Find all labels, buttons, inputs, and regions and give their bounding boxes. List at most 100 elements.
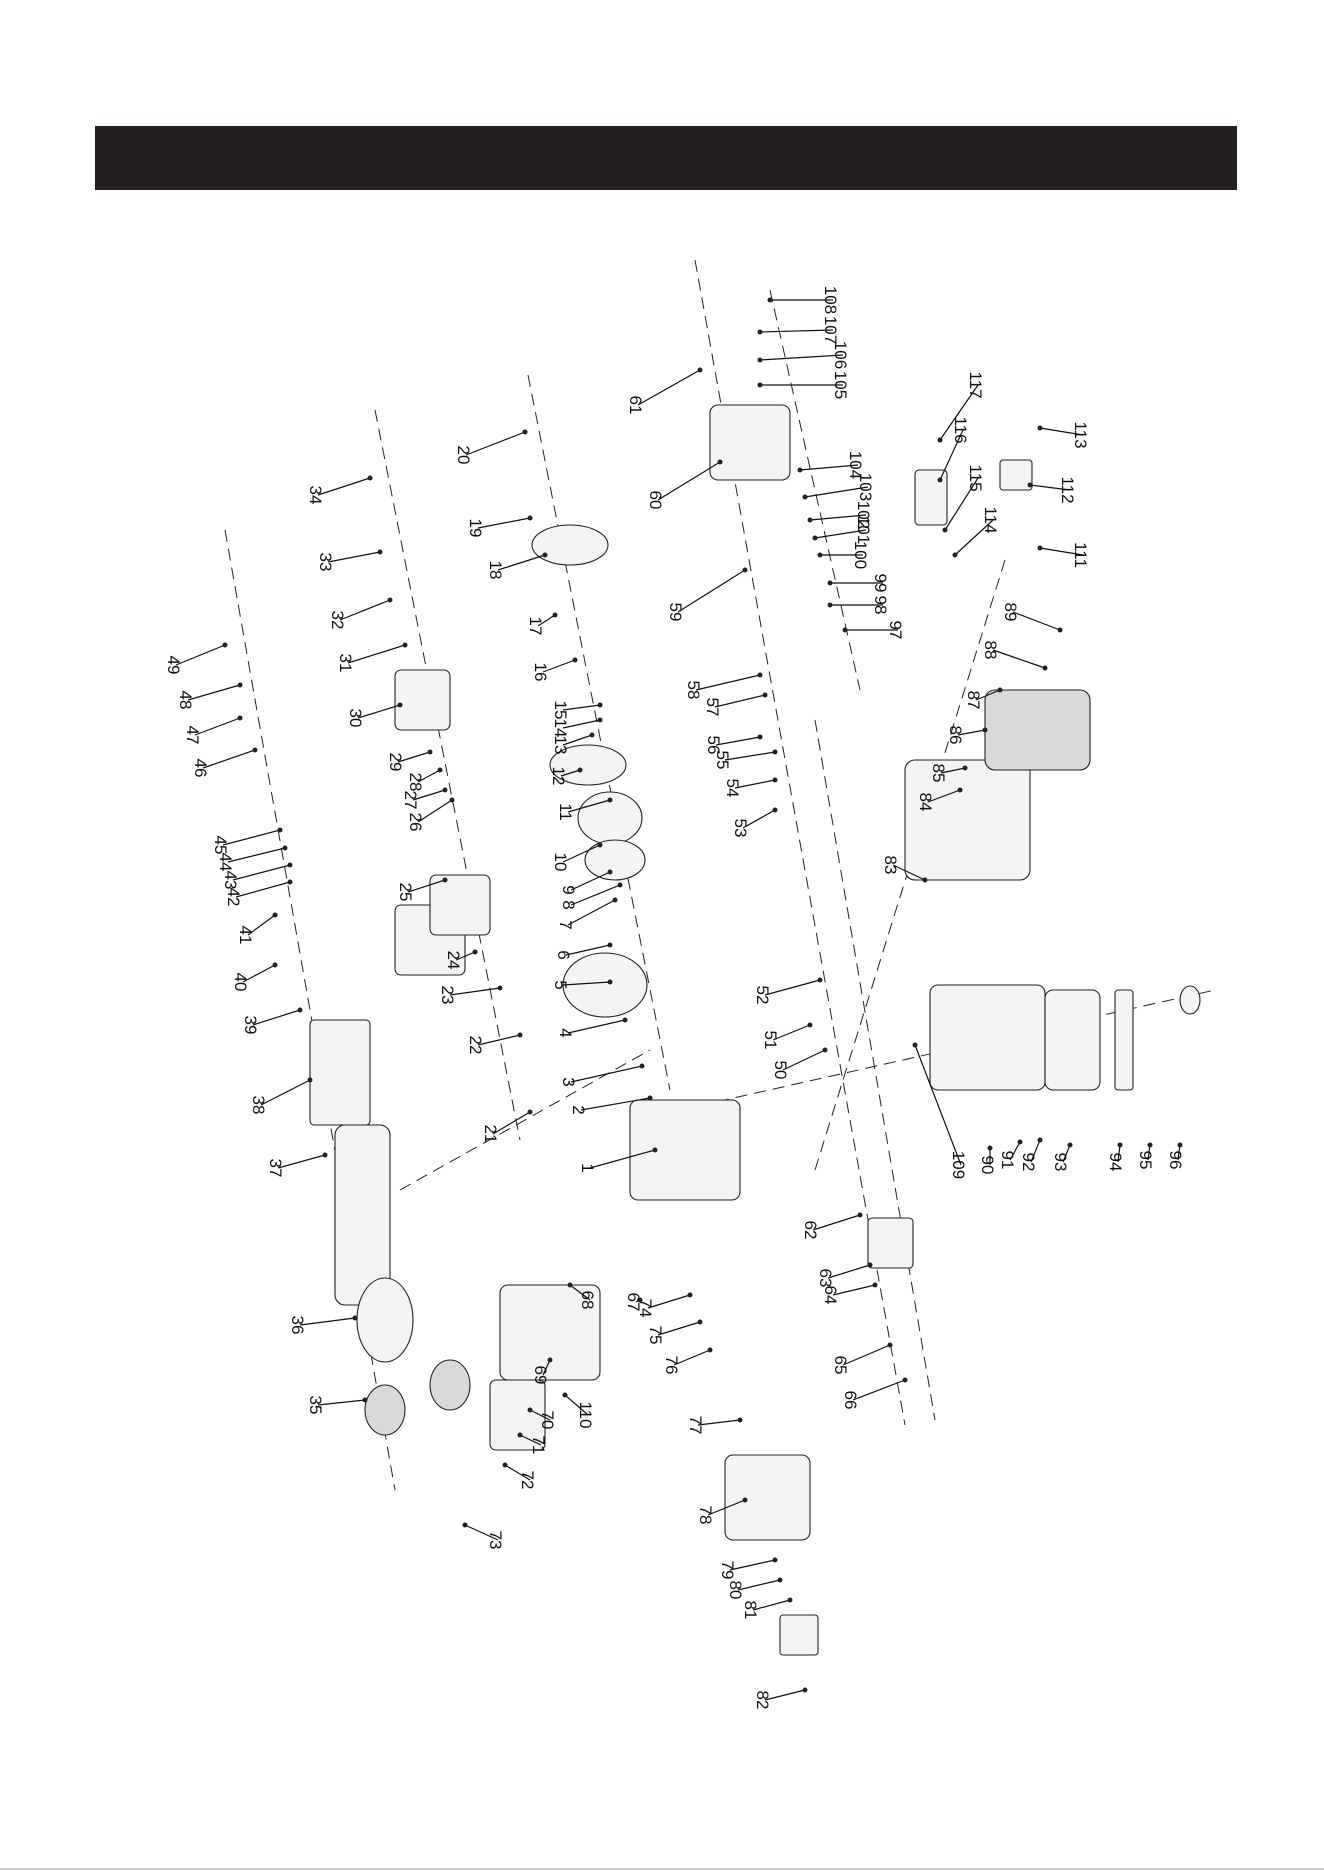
- leader-dot: [522, 429, 528, 435]
- leader-dot: [387, 597, 393, 603]
- leader-dot: [462, 1522, 468, 1528]
- leader-line: [317, 477, 371, 496]
- leader-dot: [1037, 1137, 1043, 1143]
- callout-number: 74: [636, 1299, 655, 1318]
- lower-housing: [499, 1284, 601, 1381]
- callout-number: 110: [576, 1401, 595, 1428]
- callout-number: 51: [761, 1031, 780, 1050]
- leader-dot: [707, 1347, 713, 1353]
- leader-line: [412, 789, 446, 801]
- leader-dot: [472, 949, 478, 955]
- callout-number: 47: [183, 726, 202, 745]
- leader-dot: [639, 1063, 645, 1069]
- callout-number: 43: [221, 871, 240, 890]
- leader-line: [339, 599, 391, 621]
- leader-dot: [957, 787, 963, 793]
- header-bar: [95, 126, 1237, 190]
- callout-number: 17: [526, 617, 545, 636]
- callout-number: 86: [946, 726, 965, 745]
- callout-number: 102: [854, 501, 873, 529]
- leader-line: [1030, 1139, 1041, 1163]
- assembly-axis: [814, 559, 1006, 1171]
- callout-labels: 1234567891011121314151617181920212223242…: [164, 286, 1185, 1710]
- callout-number: 45: [211, 836, 230, 855]
- leader-dot: [567, 1282, 573, 1288]
- leader-line: [1039, 427, 1084, 436]
- callout-number: 29: [386, 753, 405, 772]
- leader-line: [1039, 547, 1084, 556]
- callout-number: 53: [731, 819, 750, 838]
- leader-line: [892, 864, 926, 881]
- leader-dot: [517, 1432, 523, 1438]
- callout-number: 78: [696, 1506, 715, 1525]
- callout-number: 46: [191, 759, 210, 778]
- leader-line: [570, 1065, 643, 1083]
- leader-dot: [887, 1342, 893, 1348]
- leader-dot: [772, 777, 778, 783]
- leader-line: [1062, 1144, 1071, 1163]
- callout-number: 68: [578, 1291, 597, 1310]
- leader-dot: [807, 1022, 813, 1028]
- leader-dot: [562, 1392, 568, 1398]
- callout-number: 69: [531, 1366, 550, 1385]
- control-panel: [724, 1454, 811, 1541]
- callout-number: 37: [266, 1159, 285, 1178]
- leader-line: [827, 1264, 871, 1279]
- leader-dot: [1067, 1142, 1073, 1148]
- callout-number: 59: [666, 603, 685, 622]
- leader-line: [242, 964, 276, 983]
- leader-dot: [902, 1377, 908, 1383]
- callout-number: 107: [821, 316, 840, 344]
- leader-line: [975, 689, 1001, 701]
- leader-line: [677, 569, 746, 613]
- leader-dot: [982, 727, 988, 733]
- leader-line: [542, 1359, 551, 1376]
- callout-number: 44: [216, 853, 235, 872]
- leader-dot: [1147, 1142, 1153, 1148]
- leader-dot: [757, 734, 763, 740]
- callout-number: 7: [556, 920, 575, 929]
- callout-number: 9: [559, 885, 578, 894]
- callout-number: 80: [726, 1581, 745, 1600]
- leader-line: [562, 844, 601, 863]
- footer-rule: [0, 1868, 1324, 1870]
- leader-dot: [572, 657, 578, 663]
- callout-number: 52: [753, 986, 772, 1005]
- callout-number: 60: [646, 491, 665, 510]
- leader-line: [465, 431, 526, 456]
- callout-number: 104: [846, 451, 865, 479]
- leader-dot: [777, 1577, 783, 1583]
- callout-number: 23: [438, 986, 457, 1005]
- assembly-axis: [399, 1049, 651, 1191]
- callout-number: 20: [454, 446, 473, 465]
- leader-dot: [272, 912, 278, 918]
- leader-dot: [742, 1497, 748, 1503]
- callout-number: 61: [626, 396, 645, 415]
- callout-number: 56: [704, 736, 723, 755]
- leader-line: [565, 944, 611, 956]
- callout-number: 93: [1051, 1153, 1070, 1172]
- leader-dot: [822, 1047, 828, 1053]
- leader-line: [734, 779, 776, 789]
- leader-dot: [987, 1145, 993, 1151]
- callout-number: 32: [328, 611, 347, 630]
- callout-number: 41: [236, 926, 255, 945]
- leader-line: [842, 1344, 891, 1366]
- callout-number: 15: [551, 701, 570, 720]
- leader-line: [737, 1579, 781, 1591]
- assembly-axis: [374, 409, 521, 1141]
- leader-line: [477, 1034, 521, 1046]
- leader-dot: [942, 527, 948, 533]
- callout-number: 116: [951, 416, 970, 443]
- leader-dot: [427, 749, 433, 755]
- callout-number: 3: [559, 1077, 578, 1086]
- leader-line: [562, 704, 601, 711]
- leader-dot: [402, 642, 408, 648]
- callout-number: 16: [531, 663, 550, 682]
- leader-dot: [237, 715, 243, 721]
- leader-line: [455, 951, 476, 961]
- callout-number: 21: [481, 1125, 500, 1144]
- callout-number: 109: [949, 1151, 968, 1179]
- leader-dot: [607, 797, 613, 803]
